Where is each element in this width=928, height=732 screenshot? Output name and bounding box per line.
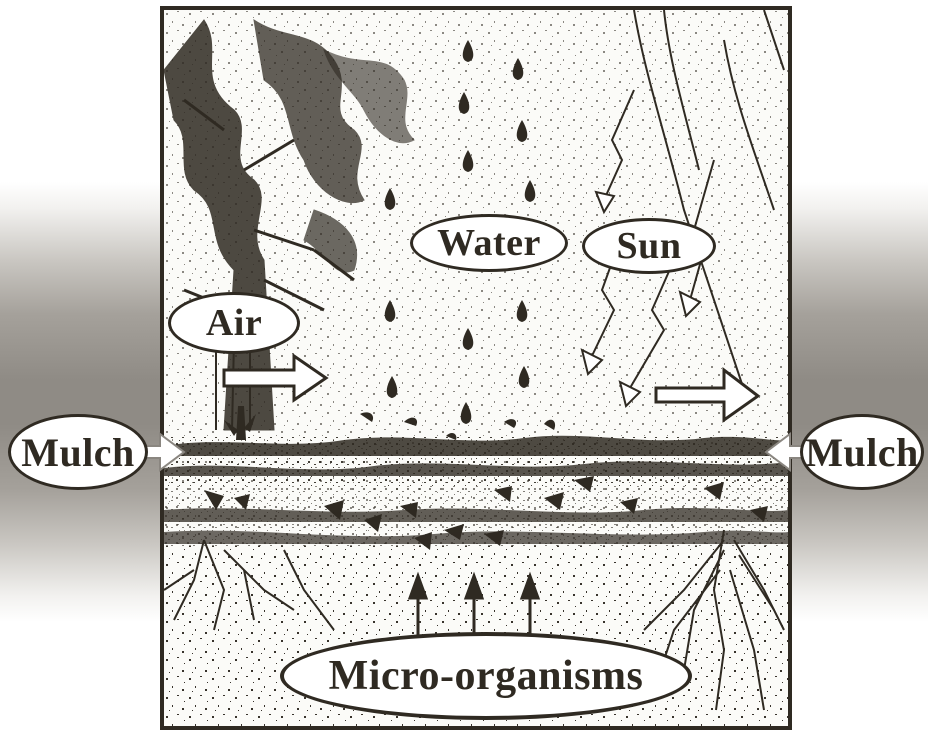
label-water: Water [410,214,568,272]
label-mulch-right: Mulch [800,414,924,490]
label-micro-organisms: Micro-organisms [280,632,692,720]
mulch-layer [164,436,788,486]
label-air: Air [168,292,300,354]
diagram-illustration [164,10,788,726]
soil-diagram-frame [160,6,792,730]
label-sun: Sun [582,218,716,274]
label-mulch-left: Mulch [8,414,148,490]
topsoil-layer [164,476,788,550]
